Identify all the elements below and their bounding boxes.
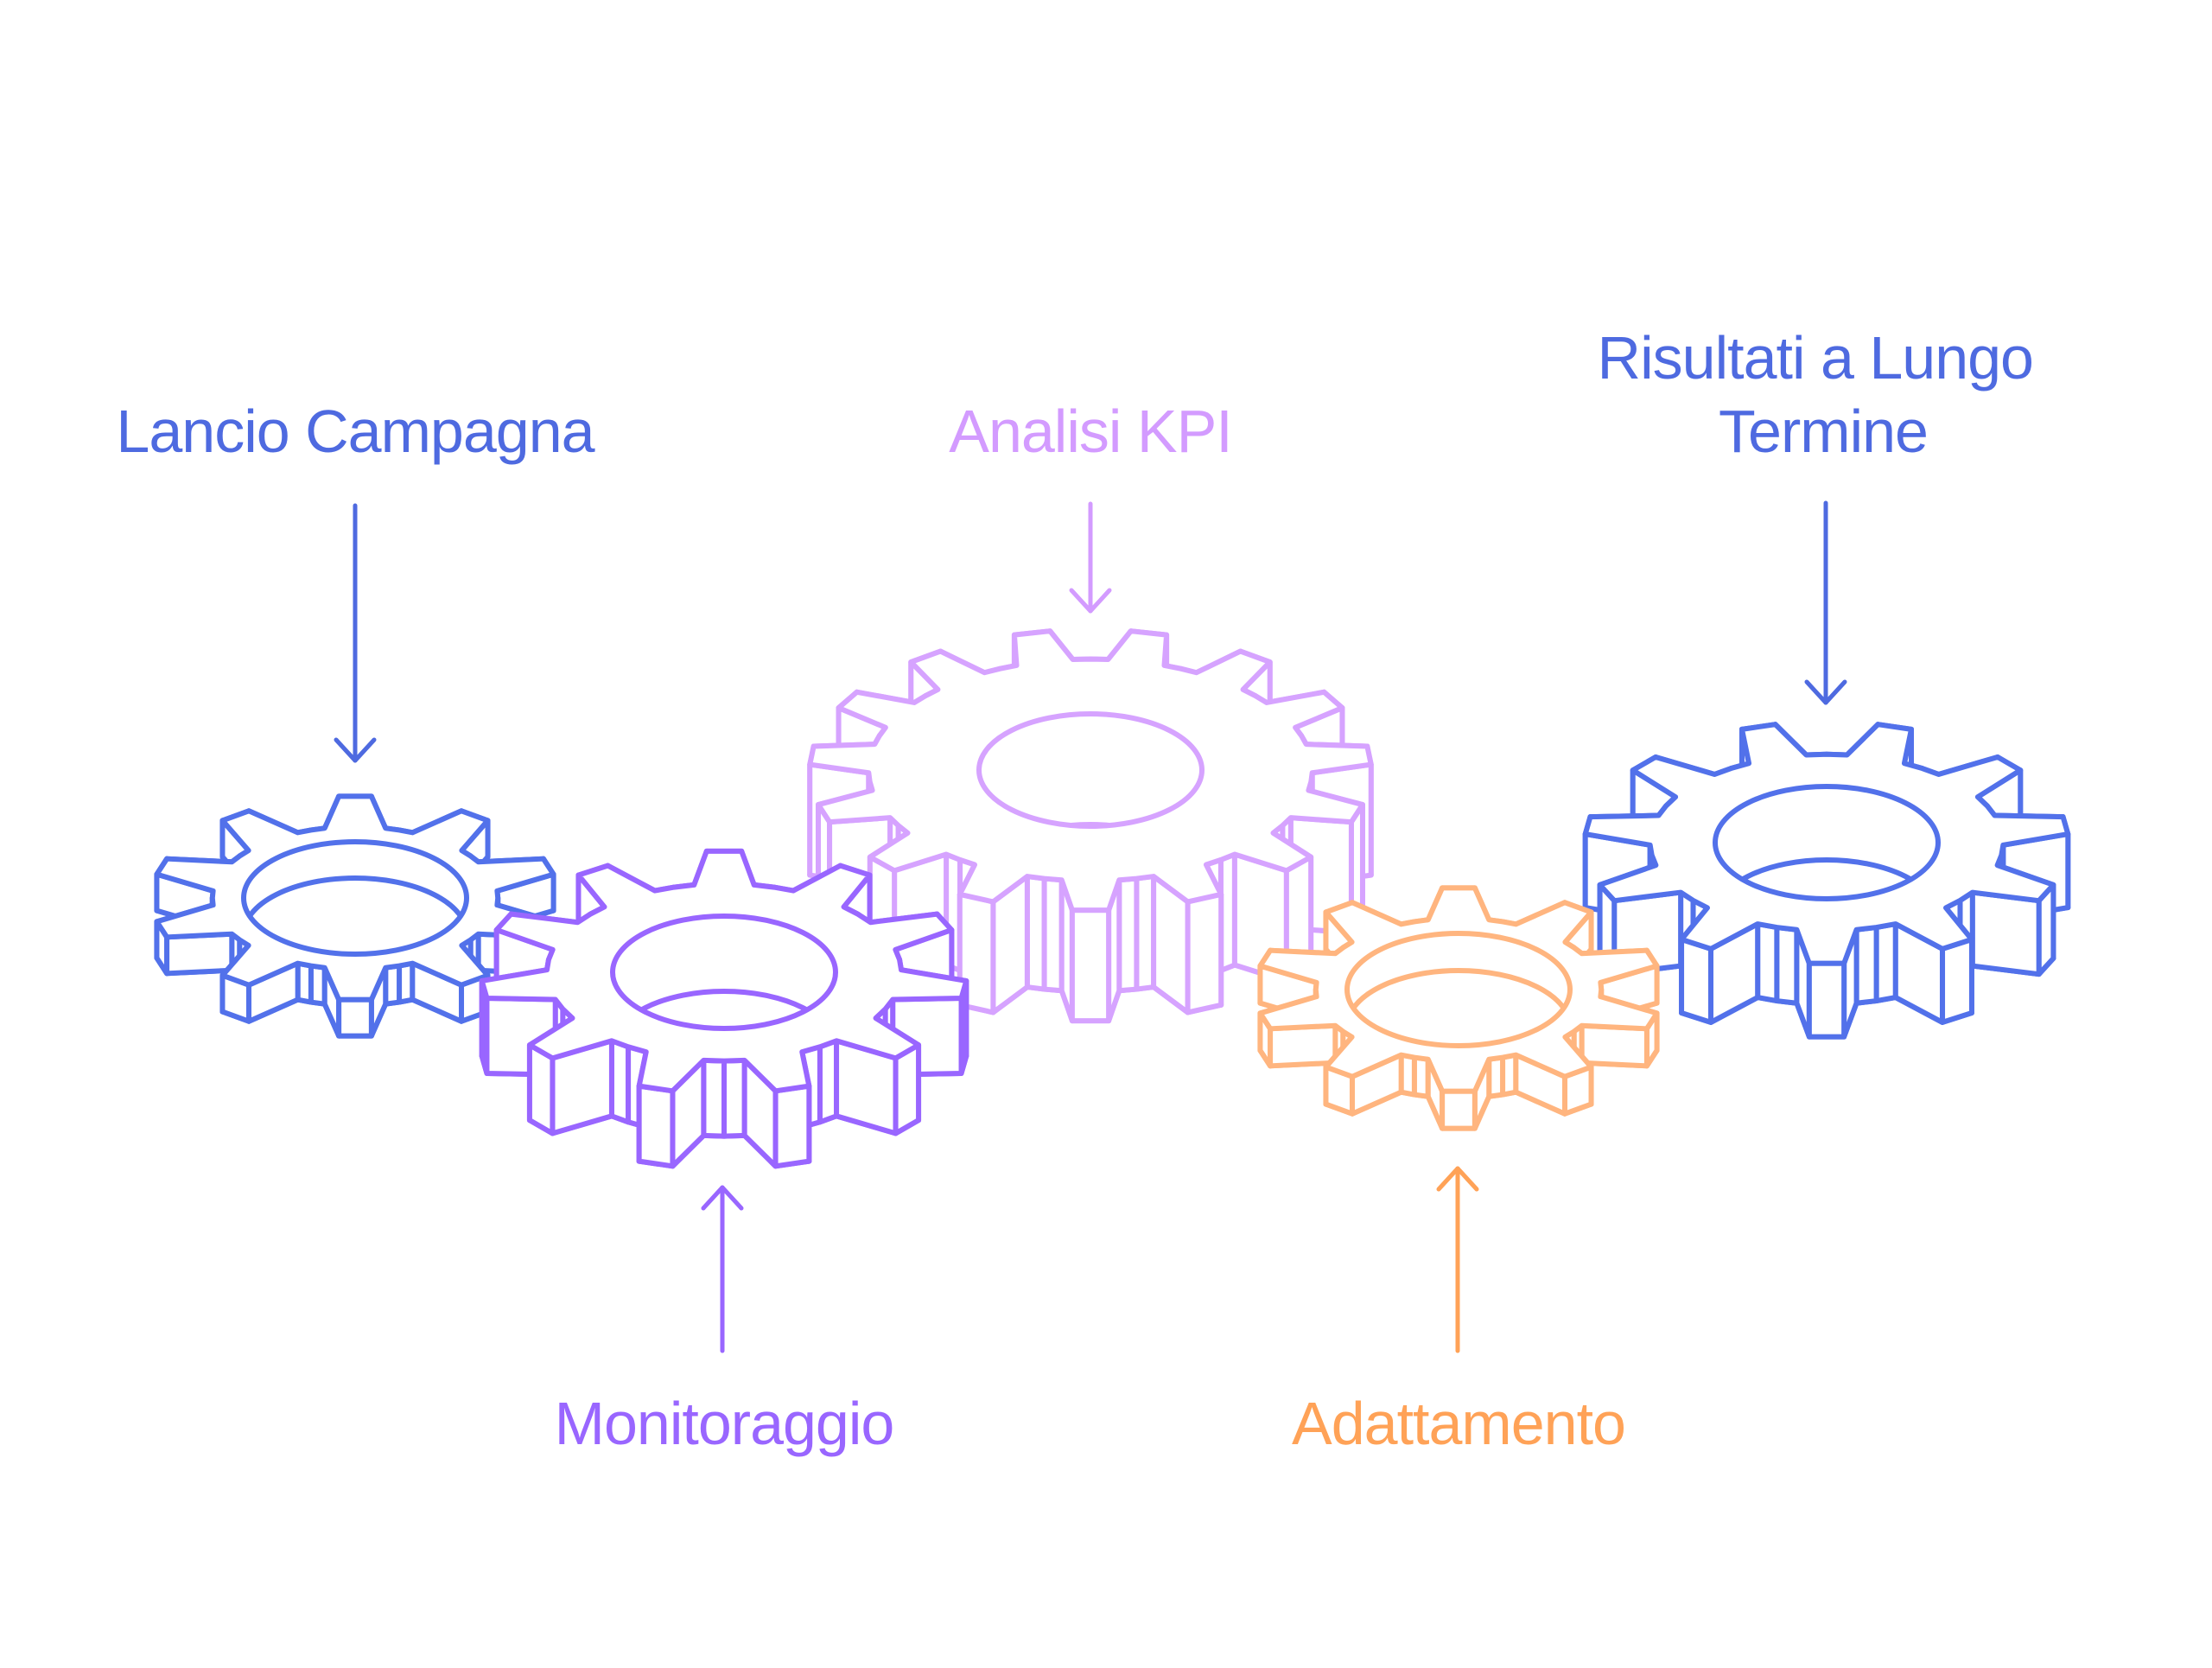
gear-adattamento (1257, 885, 1660, 1131)
gear-top-face (154, 793, 556, 1003)
arrow-down-icon (1804, 679, 1847, 705)
gear-side-face (772, 1083, 812, 1169)
label-risultati-a-lungo-termine: Risultati a Lungo Termine (1598, 324, 2050, 465)
arrow-up-icon (1436, 1166, 1479, 1192)
gear-side-face (1806, 960, 1847, 1040)
gear-hole-inner-edge (1347, 968, 1570, 1046)
gear-side-face (164, 931, 235, 977)
gear-side-face (1069, 907, 1112, 1024)
gear-top-face (1582, 722, 2071, 966)
gear-top-face (479, 848, 969, 1094)
gear-side-face (1579, 1022, 1649, 1069)
gear-side-face (1940, 937, 1974, 1025)
arrows-layer (334, 500, 1847, 1353)
arrow-down-icon (1069, 588, 1112, 614)
arrow-up-icon (701, 1185, 744, 1211)
gear-side-face (336, 996, 374, 1039)
gear-hole-inner-edge (244, 875, 467, 954)
gear-side-face (701, 1057, 727, 1139)
gear-top-face (807, 628, 1374, 914)
gear-top-face (1257, 885, 1660, 1094)
gear-side-face (1774, 925, 1800, 1006)
gear-side-face (1268, 1022, 1338, 1069)
label-analisi-kpi: Analisi KPI (949, 398, 1231, 465)
gear-side-face (1755, 921, 1780, 1004)
arrow-analisi-kpi (1069, 501, 1112, 614)
gear-hole (241, 839, 469, 957)
gear-side-face (721, 1057, 747, 1139)
label-monitoraggio: Monitoraggio (555, 1390, 894, 1457)
arrow-monitoraggio (701, 1185, 744, 1353)
label-lancio-campagna: Lancio Campagna (116, 398, 594, 465)
gear-risultati-a-lungo-termine (1582, 722, 2071, 1040)
gear-hole (976, 711, 1205, 829)
label-adattamento: Adattamento (1292, 1390, 1625, 1457)
gears-layer (154, 628, 2071, 1169)
gear-side-face (636, 1083, 676, 1169)
gear-side-face (1873, 921, 1898, 1004)
arrow-risultati-a-lungo-termine (1804, 500, 1847, 705)
gear-monitoraggio (479, 848, 969, 1169)
label-line-1: Risultati a Lungo (1598, 324, 2033, 392)
gear-side-face (1041, 875, 1065, 994)
arrow-adattamento (1436, 1166, 1479, 1353)
gear-hole-inner-edge (1715, 857, 1938, 899)
arrow-lancio-campagna (334, 503, 377, 763)
gear-hole (610, 914, 838, 1031)
labels-layer: Lancio Campagna Monitoraggio Analisi KPI… (116, 324, 2050, 1457)
gear-hole (1344, 931, 1573, 1048)
gear-side-face (1440, 1088, 1478, 1131)
gear-hole (1713, 784, 1941, 901)
gear-side-face (1969, 889, 2042, 977)
gear-side-face (1679, 937, 1713, 1025)
label-line-2: Termine (1719, 398, 1928, 465)
gear-side-face (1185, 891, 1224, 1015)
gear-side-face (1853, 925, 1879, 1006)
gear-side-face (1116, 875, 1140, 994)
arrow-down-icon (334, 737, 377, 763)
gear-hole-inner-edge (613, 989, 836, 1028)
